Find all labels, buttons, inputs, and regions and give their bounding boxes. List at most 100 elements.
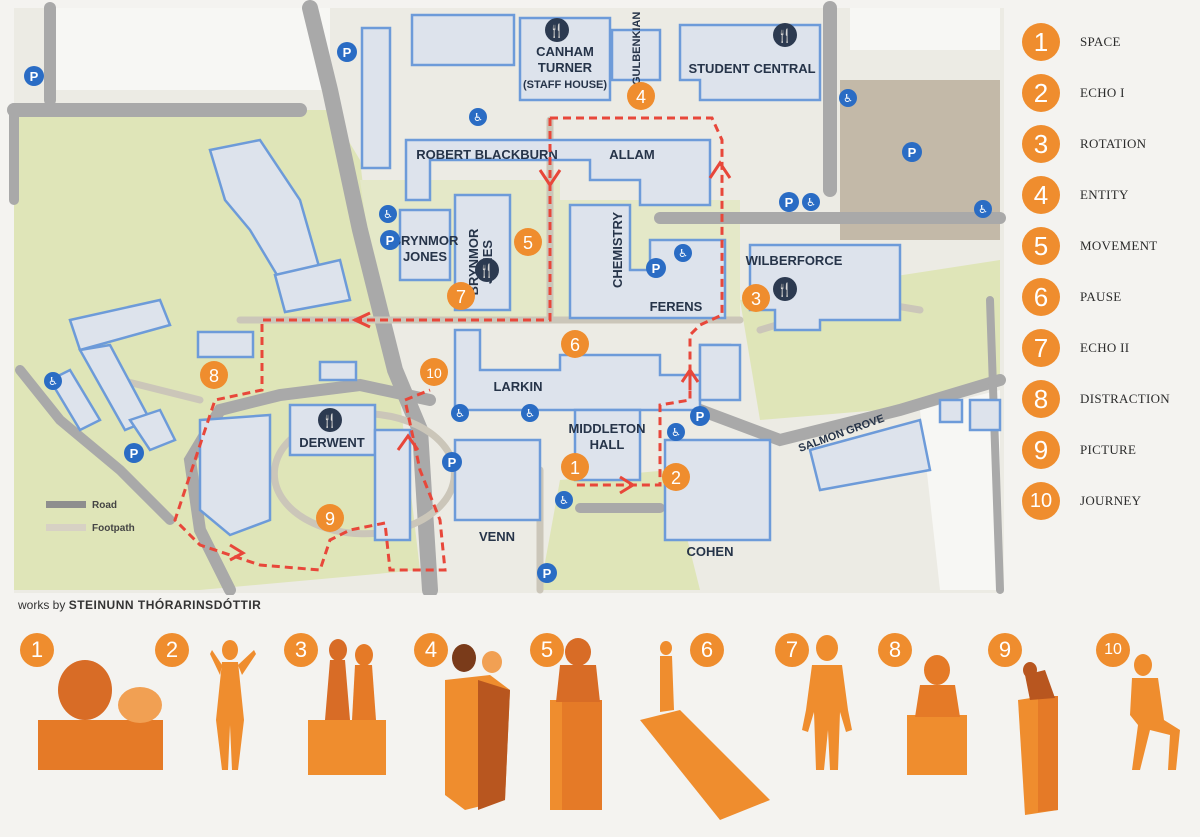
svg-text:P: P (130, 446, 139, 461)
restaurant-icon: 🍴 (318, 408, 342, 432)
sculpture-figure-8 (907, 655, 967, 775)
building-label-gulbenkian: GULBENKIAN (631, 12, 643, 85)
sculpture-marker-9[interactable]: 9 (316, 504, 344, 532)
legend-number: 9 (1022, 431, 1060, 469)
parking-icons: P P P P P P P P P P (24, 42, 922, 583)
svg-text:P: P (448, 455, 457, 470)
svg-text:♿: ♿ (843, 92, 853, 105)
sculpture-number-4: 4 (414, 633, 448, 667)
sculpture-number-6: 6 (690, 633, 724, 667)
legend-name: ECHO I (1080, 85, 1125, 100)
sculpture-figures (38, 635, 1180, 820)
legend-name: MOVEMENT (1080, 238, 1158, 253)
legend-number: 7 (1022, 329, 1060, 367)
svg-text:♿: ♿ (455, 407, 465, 420)
sculpture-marker-4[interactable]: 4 (627, 82, 655, 110)
svg-text:4: 4 (636, 87, 646, 107)
sculpture-marker-5[interactable]: 5 (514, 228, 542, 256)
white-area (50, 8, 330, 90)
building-label-larkin: LARKIN (493, 379, 542, 394)
accessible-icon: ♿ (839, 89, 857, 107)
legend-number: 10 (1022, 482, 1060, 520)
sculpture-marker-6[interactable]: 6 (561, 330, 589, 358)
sculpture-marker-8[interactable]: 8 (200, 361, 228, 389)
route-arrows (229, 160, 732, 562)
svg-text:5: 5 (523, 233, 533, 253)
accessible-icon: ♿ (802, 193, 820, 211)
parking-icon: P (24, 66, 44, 86)
legend-item-1: 1 SPACE (1022, 22, 1192, 62)
parking-icon: P (779, 192, 799, 212)
sculpture-markers[interactable]: 1 2 3 4 5 6 7 8 9 10 (200, 82, 770, 532)
building-label-student-central: STUDENT CENTRAL (688, 61, 815, 76)
legend-name: ECHO II (1080, 340, 1130, 355)
legend-name: SPACE (1080, 34, 1121, 49)
svg-text:♿: ♿ (525, 407, 535, 420)
legend-number: 1 (1022, 23, 1060, 61)
sculpture-marker-3[interactable]: 3 (742, 284, 770, 312)
sculpture-marker-7[interactable]: 7 (447, 282, 475, 310)
sculpture-marker-1[interactable]: 1 (561, 453, 589, 481)
footpath-key-swatch (46, 524, 86, 531)
sculpture-strip (38, 635, 1180, 820)
svg-text:P: P (652, 261, 661, 276)
sculpture-figure-6 (640, 641, 770, 820)
white-area (850, 8, 1000, 50)
building-label-wilberforce: WILBERFORCE (746, 253, 843, 268)
svg-text:P: P (543, 566, 552, 581)
legend-number: 4 (1022, 176, 1060, 214)
svg-text:♿: ♿ (806, 196, 816, 209)
svg-text:P: P (386, 233, 395, 248)
car-park-area (840, 80, 1000, 240)
road-key-swatch (46, 501, 86, 508)
accessible-icon: ♿ (674, 244, 692, 262)
parking-icon: P (380, 230, 400, 250)
svg-text:🍴: 🍴 (549, 23, 565, 39)
sculpture-marker-10[interactable]: 10 (420, 358, 448, 386)
sculpture-number-5: 5 (530, 633, 564, 667)
building-label-derwent: DERWENT (299, 435, 365, 450)
legend-name: JOURNEY (1080, 493, 1142, 508)
legend-item-4: 4 ENTITY (1022, 175, 1192, 215)
legend-number: 8 (1022, 380, 1060, 418)
parking-icon: P (337, 42, 357, 62)
parking-icon: P (124, 443, 144, 463)
sculpture-number-9: 9 (988, 633, 1022, 667)
accessible-icon: ♿ (521, 404, 539, 422)
svg-text:♿: ♿ (473, 111, 483, 124)
sculpture-number-8: 8 (878, 633, 912, 667)
parking-icon: P (646, 258, 666, 278)
sculpture-number-7: 7 (775, 633, 809, 667)
svg-text:♿: ♿ (671, 426, 681, 439)
svg-text:🍴: 🍴 (322, 413, 338, 429)
sculpture-figure-9 (1018, 662, 1058, 815)
legend-name: ENTITY (1080, 187, 1129, 202)
sculpture-number-3: 3 (284, 633, 318, 667)
svg-text:♿: ♿ (559, 494, 569, 507)
sculpture-figure-1 (38, 660, 163, 770)
legend-number: 6 (1022, 278, 1060, 316)
svg-text:🍴: 🍴 (777, 28, 793, 44)
parking-icon: P (537, 563, 557, 583)
artist-credit: works by STEINUNN THÓRARINSDÓTTIR (18, 598, 261, 612)
svg-text:♿: ♿ (48, 375, 58, 388)
sculpture-marker-2[interactable]: 2 (662, 463, 690, 491)
legend-item-7: 7 ECHO II (1022, 328, 1192, 368)
artist-name: STEINUNN THÓRARINSDÓTTIR (68, 598, 262, 612)
building-label-allam: ALLAM (609, 147, 655, 162)
building-label-venn: VENN (479, 529, 515, 544)
svg-text:P: P (30, 69, 39, 84)
sculpture-trail-route (173, 116, 724, 572)
accessible-icon: ♿ (555, 491, 573, 509)
parking-icon: P (902, 142, 922, 162)
svg-text:9: 9 (325, 509, 335, 529)
footpath-key-label: Footpath (92, 523, 135, 534)
map-key: Road Footpath (46, 500, 135, 534)
